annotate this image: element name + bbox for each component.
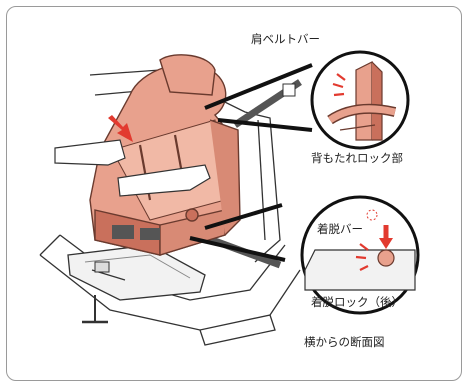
label-release-lock-rear: 着脱ロック（後） xyxy=(311,295,403,309)
label-side-section-view: 横からの断面図 xyxy=(304,335,385,349)
release-lock-callout xyxy=(300,195,420,315)
label-release-bar: 着脱バー xyxy=(317,222,363,236)
seat-base xyxy=(67,244,206,324)
label-shoulder-belt-bar: 肩ベルトバー xyxy=(251,32,320,46)
backrest-lock-callout xyxy=(310,50,410,150)
vehicle-seat xyxy=(39,69,301,346)
hands xyxy=(54,139,211,197)
callout-lines xyxy=(189,63,313,262)
label-backrest-lock: 背もたれロック部 xyxy=(311,151,403,165)
push-arrow xyxy=(108,115,133,142)
